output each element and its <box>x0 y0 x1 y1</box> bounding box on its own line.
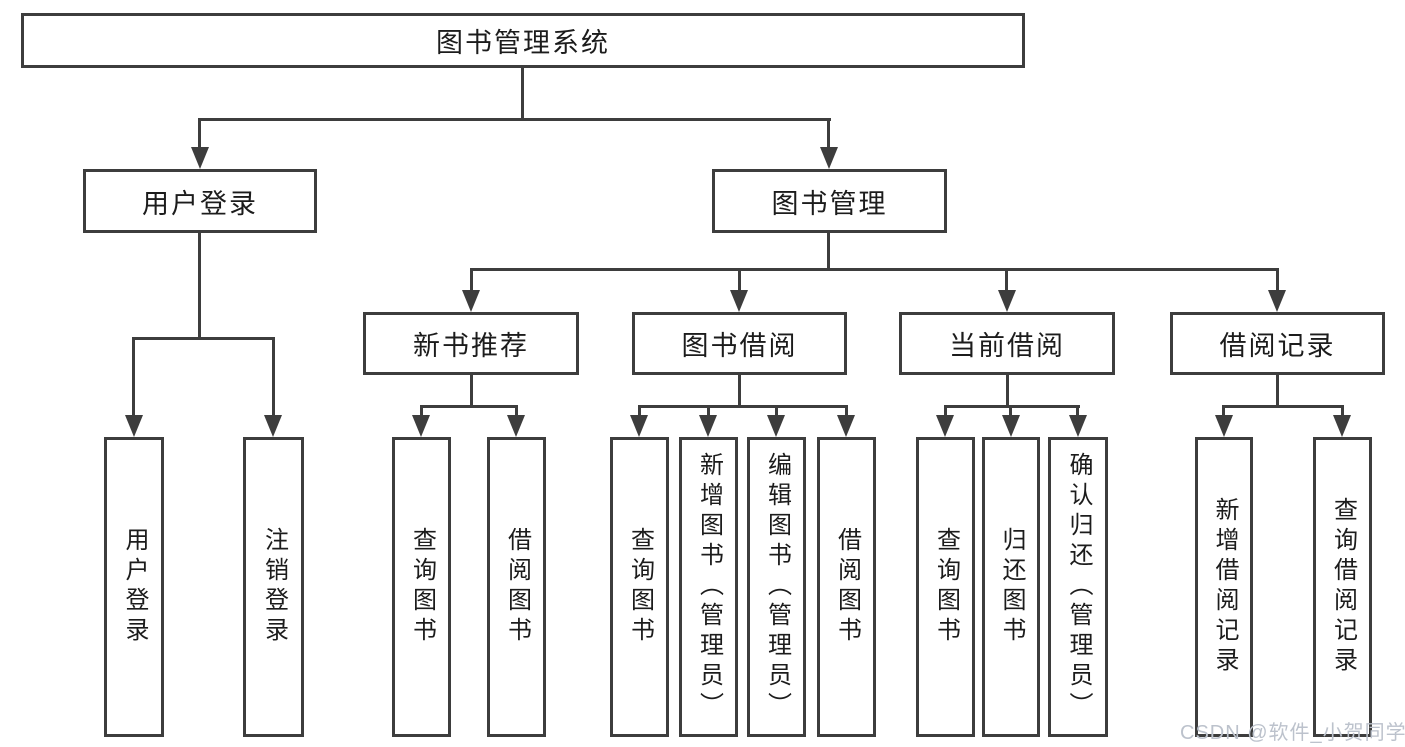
arrowhead-down-icon <box>1333 415 1351 437</box>
arrowhead-down-icon <box>507 415 525 437</box>
connector-line <box>470 268 473 292</box>
connector-line <box>827 118 830 148</box>
leaf-add-borrow-record: 新增借阅记录 <box>1195 437 1253 737</box>
connector-line <box>1005 268 1008 292</box>
connector-line <box>638 405 641 417</box>
node-current-borrowing: 当前借阅 <box>899 312 1115 375</box>
arrowhead-down-icon <box>1215 415 1233 437</box>
node-user-login: 用户登录 <box>83 169 317 233</box>
connector-line <box>198 118 831 121</box>
node-book-management: 图书管理 <box>712 169 947 233</box>
leaf-query-borrow-record: 查询借阅记录 <box>1313 437 1372 737</box>
connector-line <box>775 405 778 417</box>
connector-line <box>521 68 524 118</box>
leaf-borrowing-borrow-books: 借阅图书 <box>817 437 876 737</box>
connector-line <box>827 233 830 268</box>
arrowhead-down-icon <box>767 415 785 437</box>
arrowhead-down-icon <box>1268 290 1286 312</box>
connector-line <box>272 337 275 417</box>
leaf-user-login-label: 用户登录 <box>121 527 148 647</box>
node-new-book-recommend: 新书推荐 <box>363 312 579 375</box>
node-book-borrowing: 图书借阅 <box>632 312 847 375</box>
connector-line <box>198 233 201 337</box>
connector-line <box>1341 405 1344 417</box>
connector-line <box>1009 405 1012 417</box>
leaf-confirm-return-admin-label: 确认归还（管理员） <box>1065 452 1092 722</box>
node-borrowing-records-label: 借阅记录 <box>1219 331 1336 361</box>
leaf-current-query-books-label: 查询图书 <box>932 527 960 647</box>
node-book-borrowing-label: 图书借阅 <box>681 331 798 361</box>
node-root-label: 图书管理系统 <box>436 28 610 58</box>
leaf-add-borrow-record-label: 新增借阅记录 <box>1211 497 1238 677</box>
leaf-return-books-label: 归还图书 <box>998 527 1025 647</box>
node-user-login-label: 用户登录 <box>142 188 258 219</box>
arrowhead-down-icon <box>412 415 430 437</box>
leaf-current-query-books: 查询图书 <box>916 437 975 737</box>
arrowhead-down-icon <box>998 290 1016 312</box>
arrowhead-down-icon <box>630 415 648 437</box>
connector-line <box>470 268 1279 271</box>
leaf-edit-books-admin-label: 编辑图书（管理员） <box>763 452 791 722</box>
connector-line <box>944 405 947 417</box>
connector-line <box>470 375 473 405</box>
leaf-edit-books-admin: 编辑图书（管理员） <box>747 437 806 737</box>
connector-line <box>707 405 710 417</box>
leaf-user-login: 用户登录 <box>104 437 164 737</box>
connector-line <box>944 405 1080 408</box>
node-new-book-recommend-label: 新书推荐 <box>413 331 529 361</box>
node-book-management-label: 图书管理 <box>771 188 888 219</box>
connector-line <box>1276 375 1279 405</box>
leaf-borrowing-query-books: 查询图书 <box>610 437 669 737</box>
leaf-return-books: 归还图书 <box>982 437 1040 737</box>
leaf-recommend-borrow-books: 借阅图书 <box>487 437 546 737</box>
arrowhead-down-icon <box>730 290 748 312</box>
leaf-recommend-borrow-books-label: 借阅图书 <box>503 527 531 647</box>
arrowhead-down-icon <box>264 415 282 437</box>
connector-line <box>845 405 848 417</box>
leaf-recommend-query-books: 查询图书 <box>392 437 451 737</box>
arrowhead-down-icon <box>462 290 480 312</box>
connector-line <box>515 405 518 417</box>
connector-line <box>420 405 423 417</box>
leaf-query-borrow-record-label: 查询借阅记录 <box>1329 497 1357 677</box>
csdn-watermark: CSDN @软件_小贺同学 <box>1180 722 1405 744</box>
connector-line <box>1222 405 1344 408</box>
node-current-borrowing-label: 当前借阅 <box>949 331 1065 361</box>
connector-line <box>738 375 741 405</box>
connector-line <box>638 405 848 408</box>
connector-line <box>198 118 201 148</box>
connector-line <box>420 405 518 408</box>
connector-line <box>738 268 741 292</box>
node-root: 图书管理系统 <box>21 13 1025 68</box>
arrowhead-down-icon <box>837 415 855 437</box>
connector-line <box>1276 268 1279 292</box>
leaf-add-books-admin: 新增图书（管理员） <box>679 437 738 737</box>
leaf-recommend-query-books-label: 查询图书 <box>408 527 436 647</box>
connector-line <box>1076 405 1079 417</box>
arrowhead-down-icon <box>125 415 143 437</box>
leaf-confirm-return-admin: 确认归还（管理员） <box>1048 437 1108 737</box>
arrowhead-down-icon <box>1069 415 1087 437</box>
connector-line <box>132 337 275 340</box>
leaf-borrowing-borrow-books-label: 借阅图书 <box>833 527 861 647</box>
leaf-logout: 注销登录 <box>243 437 304 737</box>
arrowhead-down-icon <box>820 147 838 169</box>
arrowhead-down-icon <box>191 147 209 169</box>
arrowhead-down-icon <box>936 415 954 437</box>
connector-line <box>1006 375 1009 405</box>
leaf-logout-label: 注销登录 <box>260 527 288 647</box>
connector-line <box>132 337 135 417</box>
leaf-borrowing-query-books-label: 查询图书 <box>626 527 654 647</box>
connector-line <box>1222 405 1225 417</box>
arrowhead-down-icon <box>1002 415 1020 437</box>
node-borrowing-records: 借阅记录 <box>1170 312 1385 375</box>
arrowhead-down-icon <box>699 415 717 437</box>
leaf-add-books-admin-label: 新增图书（管理员） <box>695 452 723 722</box>
